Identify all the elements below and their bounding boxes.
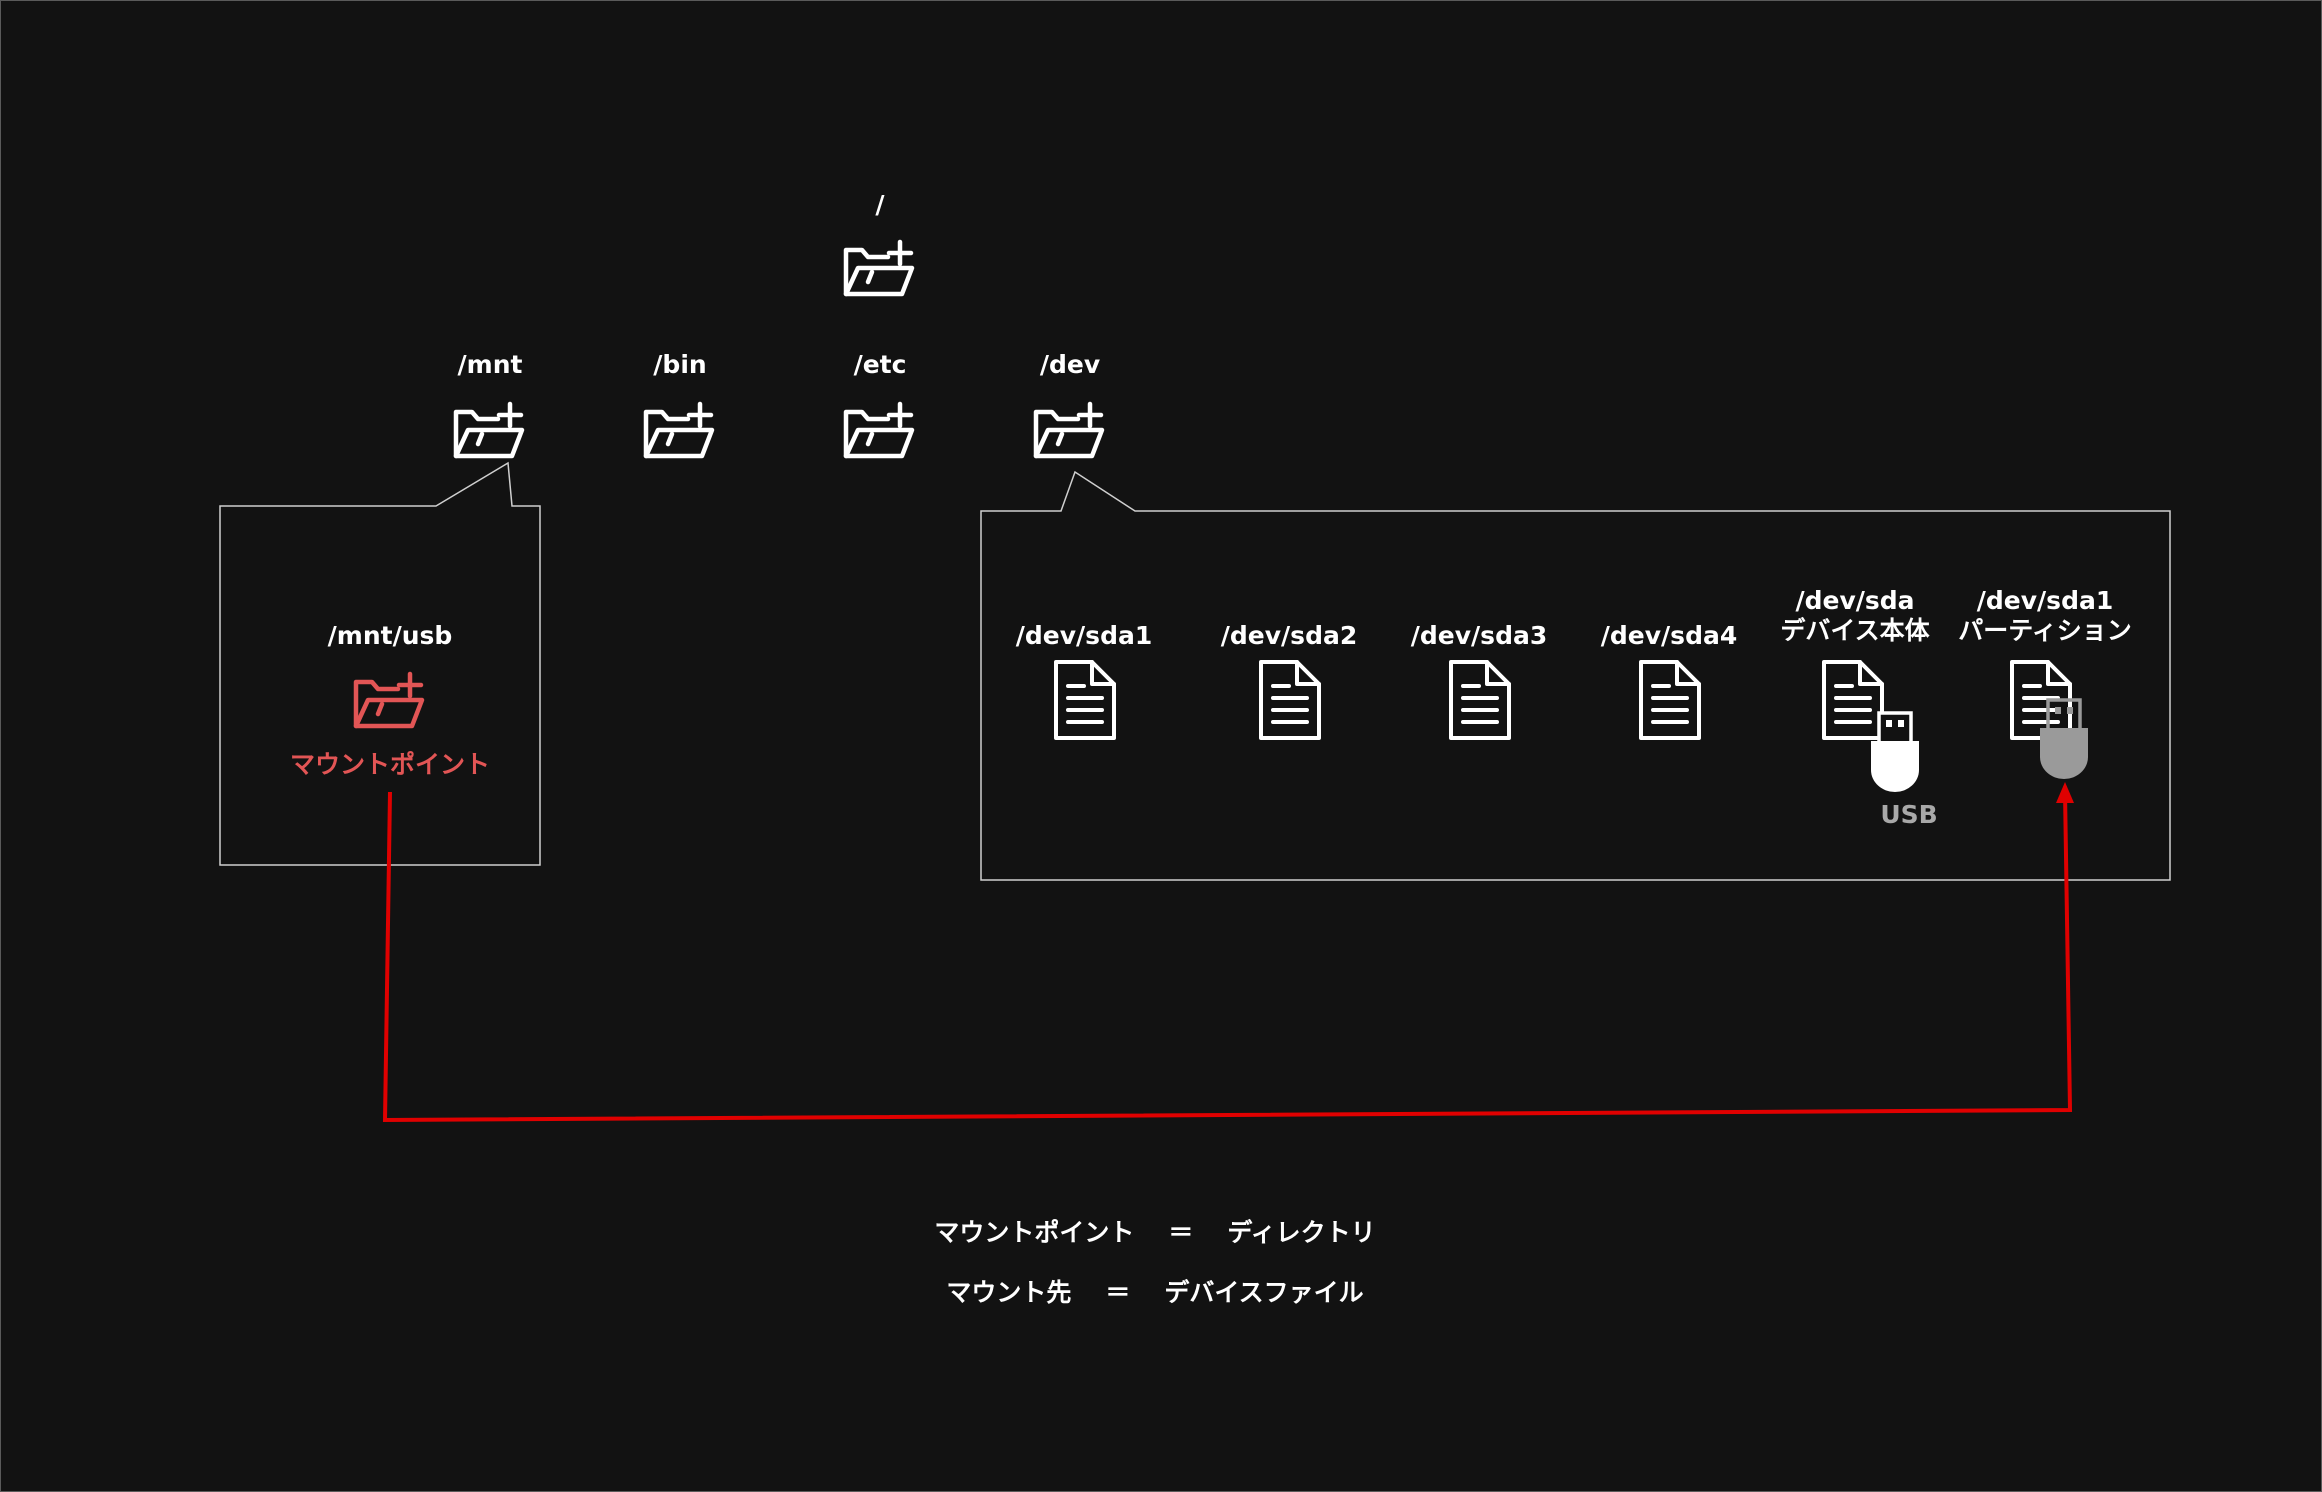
dev-file-label-sda4: /dev/sda4 <box>1600 621 1738 650</box>
sda3-file-icon[interactable] <box>1445 658 1515 742</box>
dev-callout-box <box>980 470 2171 881</box>
legend-row-mount-point: マウントポイント ＝ ディレクトリ <box>934 1213 1375 1249</box>
etc-folder-icon[interactable] <box>840 398 920 468</box>
legend-row-mount-target: マウント先 ＝ デバイスファイル <box>946 1273 1363 1309</box>
legend-row2-left: マウント先 <box>946 1278 1072 1307</box>
mount-arrow-head <box>2056 782 2074 803</box>
dev-file-label-sda3: /dev/sda3 <box>1410 621 1548 650</box>
mount-arrow <box>382 791 2073 1123</box>
sda2-file-icon[interactable] <box>1255 658 1325 742</box>
dir-label-mnt: /mnt <box>457 350 523 379</box>
sda-device-file-icon[interactable] <box>1818 658 1888 742</box>
dev-file-label-sda1: /dev/sda1 <box>1015 621 1153 650</box>
sda1-file-icon[interactable] <box>1050 658 1120 742</box>
mnt-folder-icon[interactable] <box>450 398 530 468</box>
partition-label-path: /dev/sda1 <box>1976 586 2114 615</box>
usb-partition-icon <box>2038 697 2090 781</box>
usb-stick-icon <box>1869 710 1921 794</box>
sda4-file-icon[interactable] <box>1635 658 1705 742</box>
partition-label-desc: パーティション <box>1958 616 2132 645</box>
legend-row1-left: マウントポイント <box>934 1218 1135 1247</box>
legend-row1-eq: ＝ <box>1168 1218 1194 1247</box>
legend-row1-right: ディレクトリ <box>1227 1218 1376 1247</box>
bin-folder-icon[interactable] <box>640 398 720 468</box>
legend-row2-right: デバイスファイル <box>1164 1278 1364 1307</box>
device-label: /dev/sda デバイス本体 <box>1780 586 1929 646</box>
device-label-path: /dev/sda <box>1795 586 1915 615</box>
legend-row2-eq: ＝ <box>1105 1278 1131 1307</box>
root-folder-icon[interactable] <box>840 236 920 306</box>
dev-file-label-sda2: /dev/sda2 <box>1220 621 1358 650</box>
dev-folder-icon[interactable] <box>1030 398 1110 468</box>
usb-label: USB <box>1880 800 1938 829</box>
dir-label-bin: /bin <box>653 350 707 379</box>
mnt-usb-folder-icon[interactable] <box>350 668 430 738</box>
partition-label: /dev/sda1 パーティション <box>1958 586 2132 646</box>
mnt-callout-box <box>219 461 541 866</box>
dir-label-dev: /dev <box>1039 350 1101 379</box>
dir-label-etc: /etc <box>853 350 907 379</box>
device-label-desc: デバイス本体 <box>1780 616 1930 645</box>
mount-point-label: マウントポイント <box>289 750 491 779</box>
mnt-usb-label: /mnt/usb <box>327 621 453 650</box>
root-label: / <box>875 190 885 219</box>
